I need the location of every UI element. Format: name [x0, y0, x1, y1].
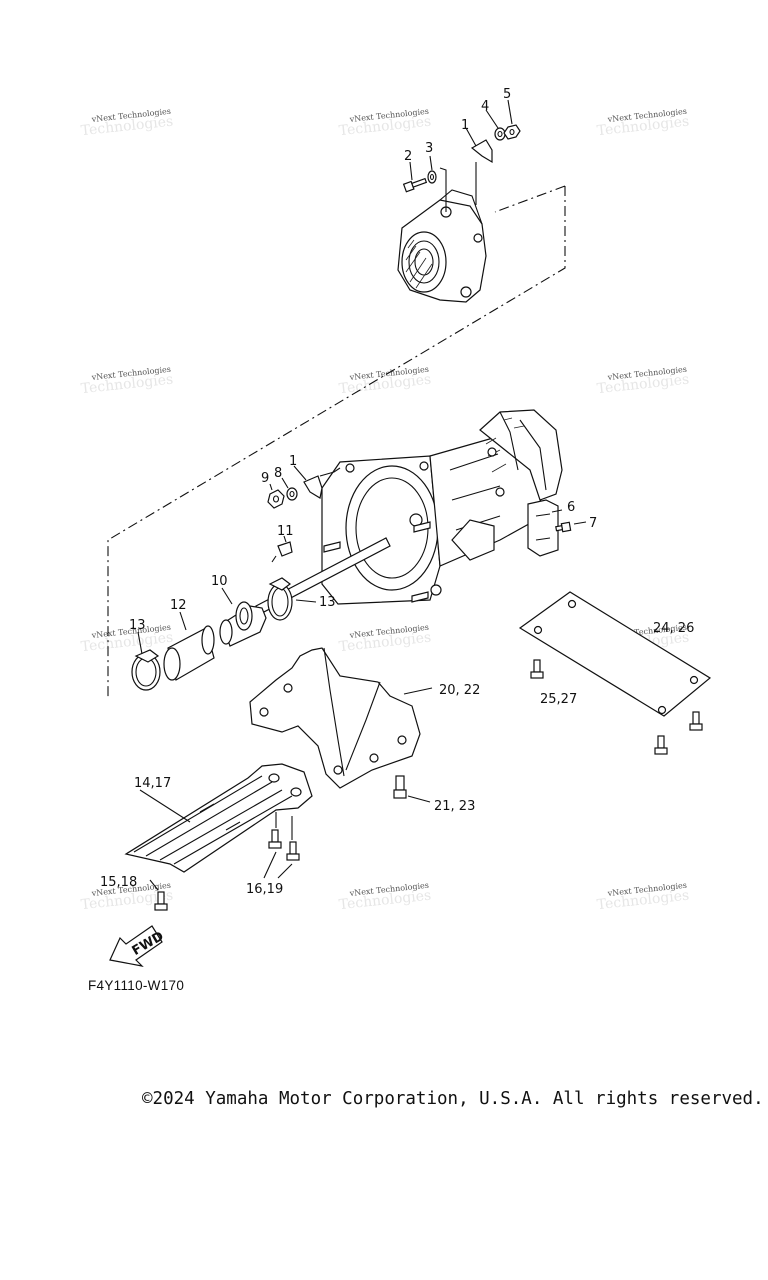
intake-grate [124, 763, 313, 873]
callout-11: 11 [277, 524, 294, 539]
jet-pump-body [321, 409, 563, 605]
watermark: Technologies vNext Technologies [596, 107, 690, 139]
callout-21-23: 21, 23 [434, 799, 475, 814]
callout-14-17: 14,17 [134, 776, 171, 791]
coupler-assembly [131, 577, 317, 691]
watermark: Technologies vNext Technologies [338, 881, 432, 913]
screw-part-15 [149, 879, 168, 911]
watermark: Technologies vNext Technologies [338, 365, 432, 397]
callout-20-22: 20, 22 [439, 683, 480, 698]
callout-6: 6 [567, 500, 575, 515]
callout-25-27: 25,27 [540, 692, 577, 707]
watermark: Technologies vNext Technologies [80, 107, 174, 139]
callout-8: 8 [274, 466, 282, 481]
callout-24-26: 24, 26 [653, 621, 694, 636]
callout-2: 2 [404, 149, 412, 164]
watermark: Technologies vNext Technologies [80, 365, 174, 397]
screw-part-16 [263, 812, 300, 879]
cover-plate [518, 591, 712, 717]
arrow-fwd-icon: FWD [109, 925, 167, 967]
callout-12: 12 [170, 598, 187, 613]
callout-13-left: 13 [129, 618, 146, 633]
callout-3: 3 [425, 141, 433, 156]
screw-part-11 [271, 535, 293, 563]
callout-7: 7 [589, 516, 597, 531]
callout-9: 9 [261, 471, 269, 486]
callout-1-top: 1 [461, 118, 469, 133]
watermark: Technologies vNext Technologies [338, 107, 432, 139]
bolt-part-21 [393, 775, 431, 803]
screw-part-25 [530, 659, 703, 755]
parts-diagram: Technologies vNext Technologies Technolo… [80, 87, 712, 967]
watermark: Technologies vNext Technologies [596, 881, 690, 913]
intake-bracket [249, 647, 433, 789]
callout-4: 4 [481, 99, 489, 114]
callout-16-19: 16,19 [246, 882, 283, 897]
assembly-outline [107, 185, 566, 698]
callout-13-right: 13 [319, 595, 336, 610]
watermark: Technologies vNext Technologies [338, 623, 432, 655]
callout-labels: 1 2 3 4 5 1 6 7 8 9 10 11 12 13 13 14,17… [100, 87, 694, 897]
watermark: Technologies vNext Technologies [80, 623, 174, 655]
top-hardware [402, 99, 521, 212]
watermark: Technologies vNext Technologies [596, 365, 690, 397]
bolt [402, 177, 428, 193]
plate-part-6 [527, 499, 587, 557]
figure-code: F4Y1110-W170 [88, 978, 185, 993]
mid-hardware [267, 465, 341, 509]
callout-5: 5 [503, 87, 511, 102]
callout-10: 10 [211, 574, 228, 589]
callout-1-mid: 1 [289, 454, 297, 469]
bearing-housing [397, 189, 487, 303]
callout-15-18: 15,18 [100, 875, 137, 890]
copyright-notice: ©2024 Yamaha Motor Corporation, U.S.A. A… [142, 1089, 764, 1109]
